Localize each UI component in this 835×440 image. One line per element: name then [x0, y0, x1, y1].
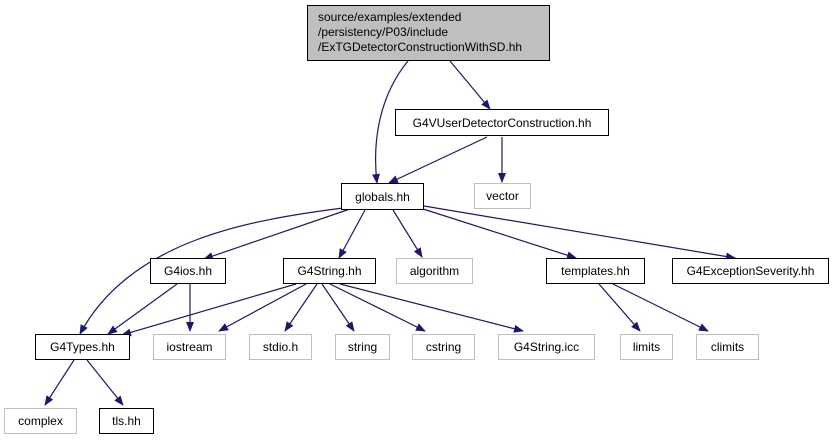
- edge-g4string-g4stringicc: [339, 283, 524, 333]
- node-g4string[interactable]: G4String.hh: [283, 258, 376, 284]
- node-vector: vector: [474, 183, 531, 209]
- node-g4stringicc: G4String.icc: [498, 334, 595, 360]
- node-root-file[interactable]: source/examples/extended /persistency/P0…: [307, 5, 550, 61]
- node-globals[interactable]: globals.hh: [341, 183, 424, 210]
- root-line-3: /ExTGDetectorConstructionWithSD.hh: [318, 40, 523, 54]
- root-line-2: /persistency/P03/include: [318, 25, 449, 39]
- node-algorithm: algorithm: [396, 258, 473, 284]
- node-label: G4ios.hh: [163, 264, 213, 278]
- edge-g4string-cstring: [329, 283, 426, 332]
- edge-root-g4vuser: [449, 60, 491, 110]
- node-label: cstring: [425, 340, 462, 354]
- node-label: G4Types.hh: [50, 340, 115, 354]
- edge-g4types-complex: [44, 359, 75, 406]
- node-label: iostream: [166, 340, 213, 354]
- edge-globals-algorithm: [392, 209, 423, 258]
- node-label: templates.hh: [561, 264, 630, 278]
- node-label: vector: [486, 189, 519, 203]
- node-complex: complex: [4, 408, 77, 434]
- node-label: G4String.icc: [513, 340, 580, 354]
- edge-templates-climits: [612, 283, 709, 332]
- node-cstring: cstring: [412, 334, 475, 360]
- node-label: string: [347, 340, 378, 354]
- node-climits: climits: [696, 334, 759, 360]
- edge-globals-templates: [419, 207, 577, 260]
- node-stdio: stdio.h: [249, 334, 312, 360]
- node-g4exceptionseverity[interactable]: G4ExceptionSeverity.hh: [672, 258, 829, 284]
- edge-globals-g4types: [79, 207, 344, 335]
- node-label: complex: [18, 414, 63, 428]
- node-g4ios[interactable]: G4ios.hh: [150, 258, 226, 284]
- node-label: G4VUserDetectorConstruction.hh: [412, 115, 592, 130]
- edge-g4string-g4types: [121, 283, 297, 337]
- node-label: tls.hh: [112, 414, 141, 428]
- node-label: limits: [632, 340, 661, 354]
- node-label: stdio.h: [262, 340, 299, 354]
- node-limits: limits: [620, 334, 673, 360]
- edge-globals-g4ios: [203, 208, 351, 260]
- node-label: climits: [710, 340, 745, 354]
- edge-g4string-string: [321, 283, 355, 332]
- edge-g4string-stdio: [284, 283, 318, 332]
- edge-g4ios-g4types: [107, 283, 178, 335]
- node-g4types[interactable]: G4Types.hh: [35, 334, 130, 360]
- edge-g4types-tls: [86, 359, 124, 406]
- edge-globals-g4exception: [423, 205, 736, 261]
- edge-root-globals: [371, 60, 409, 184]
- node-templates[interactable]: templates.hh: [546, 258, 645, 284]
- node-label: globals.hh: [355, 189, 410, 204]
- edge-g4vuser-globals: [388, 136, 488, 184]
- node-tls[interactable]: tls.hh: [99, 408, 154, 434]
- node-g4vuserdetectorconstruction[interactable]: G4VUserDetectorConstruction.hh: [395, 109, 609, 136]
- root-line-1: source/examples/extended: [318, 10, 462, 24]
- node-label: G4String.hh: [297, 264, 362, 278]
- node-label: G4ExceptionSeverity.hh: [686, 264, 815, 278]
- edge-templates-limits: [598, 283, 641, 332]
- edge-g4string-iostream: [218, 283, 307, 332]
- node-iostream: iostream: [153, 334, 226, 360]
- node-string: string: [335, 334, 390, 360]
- node-label: algorithm: [409, 264, 460, 278]
- edge-globals-g4string: [338, 209, 366, 259]
